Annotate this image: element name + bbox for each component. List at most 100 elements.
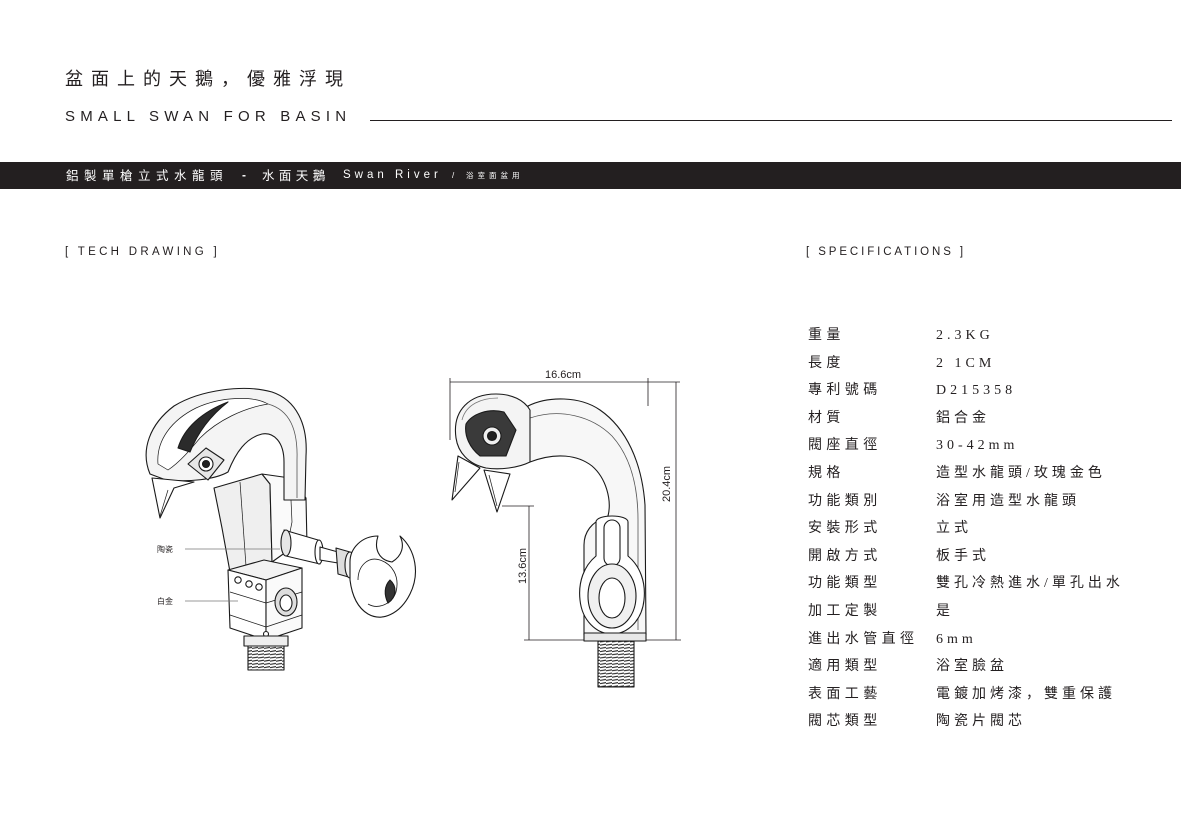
iso-block-left-face bbox=[227, 569, 267, 641]
spec-value: 雙孔冷熱進水/單孔出水 bbox=[936, 576, 1124, 592]
iso-beak-line bbox=[159, 489, 169, 517]
page-title: 盆面上的天鵝，優雅浮現 bbox=[65, 69, 351, 90]
callout-ceramic-label: 陶瓷 bbox=[157, 544, 173, 554]
iso-connector-rod bbox=[319, 546, 339, 564]
spec-value: 6mm bbox=[936, 631, 977, 647]
spec-row: 開啟方式 板手式 bbox=[808, 543, 1168, 571]
banner-usage: 浴室面盆用 bbox=[466, 171, 524, 180]
spec-label: 長度 bbox=[808, 354, 845, 371]
iso-head-crest bbox=[177, 401, 229, 453]
banner-model-cn: 水面天鵝 bbox=[262, 168, 330, 183]
spec-row: 加工定製 是 bbox=[808, 598, 1168, 626]
specifications-table: 重量 2.3KG 長度 2 1CM 專利號碼 D215358 材質 鋁合金 閥座直徑 30… bbox=[808, 322, 1168, 736]
spec-value: 30-42mm bbox=[936, 438, 1019, 454]
tech-drawing-heading: [ TECH DRAWING ] bbox=[65, 246, 221, 258]
banner-slash: / bbox=[452, 171, 455, 180]
spec-value: 造型水龍頭/玫瑰金色 bbox=[936, 465, 1106, 481]
spec-label: 表面工藝 bbox=[808, 685, 882, 702]
spec-label: 功能類別 bbox=[808, 492, 882, 509]
spec-row: 功能類型 雙孔冷熱進水/單孔出水 bbox=[808, 570, 1168, 598]
banner-model-en: Swan River bbox=[343, 169, 442, 181]
side-beak-right-line bbox=[488, 474, 498, 507]
side-head-highlight bbox=[461, 397, 499, 421]
iso-lever-detail bbox=[357, 558, 398, 607]
side-beak-left bbox=[451, 455, 481, 501]
dim-width-extension bbox=[449, 378, 649, 440]
side-faucet-drawing bbox=[451, 393, 647, 688]
iso-beak bbox=[151, 477, 195, 519]
iso-inlet-port-inner bbox=[279, 594, 293, 612]
spec-value: 浴室臉盆 bbox=[936, 659, 1008, 675]
dim-height-label: 20.4cm bbox=[661, 466, 673, 502]
spec-label: 專利號碼 bbox=[808, 382, 882, 399]
iso-block-hole bbox=[255, 583, 263, 591]
iso-connector-end bbox=[280, 529, 292, 557]
spec-value: 陶瓷片閥芯 bbox=[936, 714, 1026, 730]
spec-row: 閥座直徑 30-42mm bbox=[808, 432, 1168, 460]
specifications-heading: [ SPECIFICATIONS ] bbox=[806, 246, 966, 258]
spec-row: 閥芯類型 陶瓷片閥芯 bbox=[808, 708, 1168, 736]
spec-row: 長度 2 1CM bbox=[808, 350, 1168, 378]
dim-spout-line bbox=[502, 505, 584, 641]
side-beak-left-line bbox=[454, 461, 460, 493]
side-handle-slot bbox=[603, 519, 621, 567]
spec-label: 閥芯類型 bbox=[808, 713, 882, 730]
spec-value: D215358 bbox=[936, 383, 1017, 399]
product-banner: 鋁製單槍立式水龍頭 - 水面天鵝 Swan River / 浴室面盆用 bbox=[0, 162, 1181, 189]
header-rule bbox=[370, 120, 1172, 121]
spec-label: 重量 bbox=[808, 327, 845, 343]
spec-row: 材質 鋁合金 bbox=[808, 405, 1168, 433]
spec-label: 規格 bbox=[808, 464, 845, 481]
spec-label: 材質 bbox=[808, 409, 845, 426]
spec-label: 功能類型 bbox=[808, 575, 882, 592]
dim-height-line bbox=[646, 382, 681, 641]
dim-spout-label: 13.6cm bbox=[517, 548, 529, 584]
side-eye-pupil bbox=[486, 430, 498, 442]
page-subtitle: SMALL SWAN FOR BASIN bbox=[65, 108, 352, 125]
iso-neck-line bbox=[267, 403, 298, 498]
spec-row: 規格 造型水龍頭/玫瑰金色 bbox=[808, 460, 1168, 488]
iso-body-highlight bbox=[239, 481, 247, 567]
spec-row: 安裝形式 立式 bbox=[808, 515, 1168, 543]
tech-drawing-canvas: 陶瓷 白金 16.6cm 20.4cm 13.6cm bbox=[145, 369, 681, 688]
spec-row: 專利號碼 D215358 bbox=[808, 377, 1168, 405]
side-neck-highlight bbox=[529, 413, 639, 630]
spec-value: 是 bbox=[936, 603, 954, 619]
iso-lever-shadow bbox=[384, 579, 396, 604]
iso-base-ring bbox=[243, 635, 289, 647]
banner-separator: - bbox=[242, 168, 246, 182]
side-handle-loop-inner bbox=[598, 577, 626, 619]
spec-value: 2 1CM bbox=[936, 355, 996, 371]
iso-faucet-drawing bbox=[145, 387, 416, 671]
spec-value: 2.3KG bbox=[936, 328, 994, 343]
spec-row: 功能類別 浴室用造型水龍頭 bbox=[808, 488, 1168, 516]
spec-row: 適用類型 浴室臉盆 bbox=[808, 653, 1168, 681]
spec-row: 進出水管直徑 6mm bbox=[808, 626, 1168, 654]
spec-row: 表面工藝 電鍍加烤漆，雙重保護 bbox=[808, 681, 1168, 709]
spec-label: 加工定製 bbox=[808, 602, 882, 619]
banner-product-type: 鋁製單槍立式水龍頭 bbox=[66, 168, 229, 183]
iso-block-hole bbox=[234, 576, 242, 584]
spec-value: 鋁合金 bbox=[936, 410, 990, 426]
side-thread bbox=[597, 640, 635, 688]
iso-eye-pupil bbox=[201, 459, 211, 469]
spec-value: 浴室用造型水龍頭 bbox=[936, 493, 1080, 509]
side-base-plate bbox=[583, 632, 647, 642]
iso-lever-handle bbox=[349, 535, 416, 618]
spec-value: 電鍍加烤漆，雙重保護 bbox=[936, 686, 1116, 702]
spec-label: 閥座直徑 bbox=[808, 437, 882, 454]
iso-block-band bbox=[229, 591, 303, 628]
spec-label: 安裝形式 bbox=[808, 520, 882, 537]
spec-value: 立式 bbox=[936, 521, 972, 537]
iso-thread bbox=[247, 645, 285, 671]
iso-block-hole bbox=[245, 580, 253, 588]
callout-platinum-label: 白金 bbox=[157, 596, 173, 606]
callouts: 陶瓷 白金 bbox=[157, 544, 280, 606]
dim-width-label: 16.6cm bbox=[545, 369, 581, 381]
spec-row: 重量 2.3KG bbox=[808, 322, 1168, 350]
spec-value: 板手式 bbox=[936, 548, 990, 564]
spec-label: 適用類型 bbox=[808, 658, 882, 675]
spec-label: 開啟方式 bbox=[808, 547, 882, 564]
spec-label: 進出水管直徑 bbox=[808, 630, 919, 647]
dimensions bbox=[449, 378, 681, 641]
